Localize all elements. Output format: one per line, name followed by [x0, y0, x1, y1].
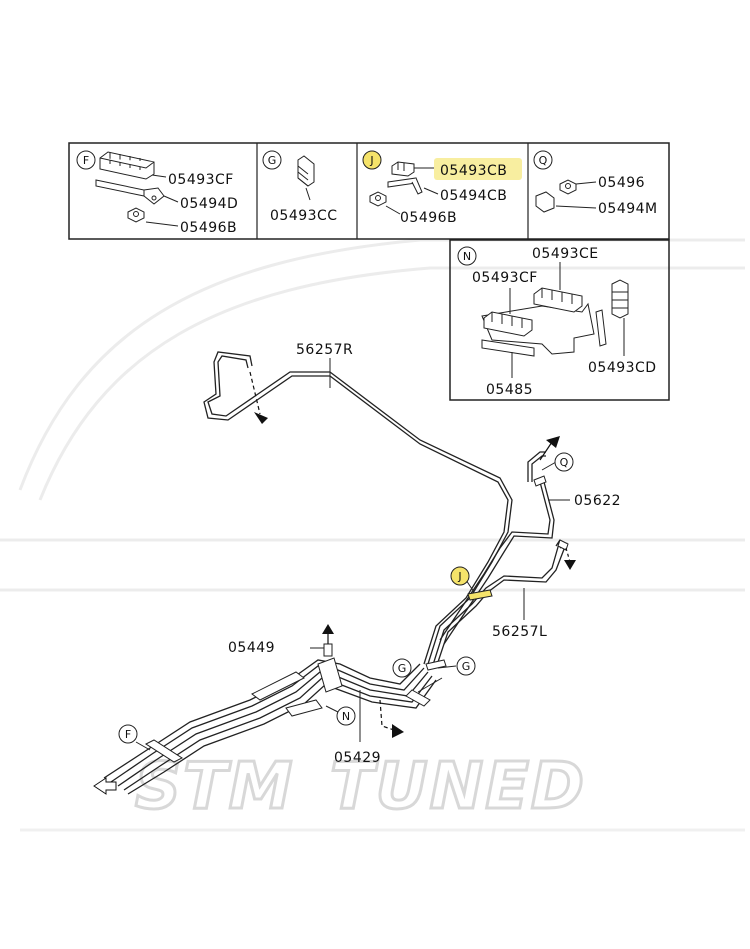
svg-text:J: J — [369, 154, 373, 167]
circle-label-q: Q — [533, 150, 553, 170]
clip-icon-n-right — [611, 279, 629, 319]
clip-icon-n-mid — [533, 287, 583, 313]
watermark-logo: STM TUNED — [134, 749, 586, 826]
part-number-05493cc[interactable]: 05493CC — [270, 208, 338, 224]
part-highlight — [434, 158, 522, 180]
clip-marker-q — [533, 475, 547, 487]
circle-label-j: J — [362, 150, 382, 170]
part-number-05493cf-n[interactable]: 05493CF — [472, 270, 538, 286]
detail-box-j: J 05493CB 05494CB 05496B — [362, 150, 522, 226]
arrow-05429-icon — [379, 699, 395, 731]
part-number-05493cf[interactable]: 05493CF — [168, 172, 234, 188]
arrow-front-icon — [93, 777, 117, 795]
ref-circle-g-left: G — [392, 658, 412, 678]
bolt-icon — [127, 207, 145, 223]
circle-label-g: G — [262, 150, 282, 170]
svg-text:G: G — [462, 660, 471, 673]
arrow-head-up-right-icon — [546, 436, 560, 448]
part-number-05429[interactable]: 05429 — [334, 750, 381, 766]
detail-box-n-frame — [449, 239, 670, 401]
svg-text:J: J — [457, 570, 461, 583]
part-number-56257r[interactable]: 56257R — [296, 342, 353, 358]
ref-circle-n: N — [336, 706, 356, 726]
watermark-text-stm: STM — [135, 750, 294, 824]
arrow-head-rear-icon — [564, 560, 576, 570]
circle-label-f: F — [76, 150, 96, 170]
svg-text:F: F — [83, 154, 89, 167]
part-number-05449[interactable]: 05449 — [228, 640, 275, 656]
detail-box-f: F 05493CF 05494D 05496B — [76, 150, 238, 236]
part-number-05494m[interactable]: 05494M — [598, 201, 658, 217]
part-number-05496b-j[interactable]: 05496B — [400, 210, 457, 226]
svg-text:N: N — [463, 250, 471, 263]
arrow-head-05429-icon — [392, 724, 404, 738]
arrow-rear-icon — [565, 547, 571, 563]
detail-box-q: Q 05496 05494M — [533, 150, 658, 217]
hose-05622 — [439, 451, 555, 645]
part-number-05493ce[interactable]: 05493CE — [532, 246, 599, 262]
bolt-icon-j — [369, 191, 387, 207]
clip-marker-f — [144, 739, 184, 763]
detail-box-g: G 05493CC — [262, 150, 338, 224]
arrow-up-right-icon — [539, 441, 553, 461]
svg-text:G: G — [398, 662, 407, 675]
part-number-05493cd[interactable]: 05493CD — [588, 360, 657, 376]
arrow-head-up-icon — [322, 624, 334, 634]
arrow-head-down-icon — [254, 412, 268, 424]
ref-circle-f: F — [118, 724, 138, 744]
part-number-05485[interactable]: 05485 — [486, 382, 533, 398]
clip-icon-g — [297, 155, 315, 187]
bolt-icon-q — [559, 179, 577, 195]
svg-text:Q: Q — [560, 456, 569, 469]
clip-icon — [99, 151, 155, 180]
part-number-05496[interactable]: 05496 — [598, 175, 645, 191]
detail-panel-top — [68, 142, 670, 240]
part-number-05494d[interactable]: 05494D — [180, 196, 238, 212]
svg-text:F: F — [125, 728, 131, 741]
detail-box-n: N 05493CE 05493CF 05493CD 05485 — [457, 246, 657, 398]
line-bundle-front — [103, 659, 437, 795]
clip-marker-g — [405, 659, 447, 707]
bracket-icon-j — [387, 177, 423, 195]
clip-marker-j-highlight — [467, 589, 493, 601]
clip-icon-j — [391, 161, 415, 177]
part-number-05622[interactable]: 05622 — [574, 493, 621, 509]
ref-circle-j: J — [450, 566, 470, 586]
part-number-05496b[interactable]: 05496B — [180, 220, 237, 236]
grommet-icon-q — [535, 191, 555, 213]
ref-circle-g-right: G — [456, 656, 476, 676]
line-56257r — [203, 351, 513, 665]
svg-text:N: N — [342, 710, 350, 723]
svg-text:G: G — [268, 154, 277, 167]
part-number-05494cb[interactable]: 05494CB — [440, 188, 507, 204]
fitting-05449 — [323, 643, 333, 657]
ref-circle-q: Q — [554, 452, 574, 472]
part-number-56257l[interactable]: 56257L — [492, 624, 547, 640]
leader-lines — [135, 358, 570, 751]
watermark-swoosh — [0, 238, 745, 832]
bracket-icon — [95, 179, 165, 205]
clip-marker-n-bundle — [251, 657, 343, 717]
circle-label-n: N — [457, 246, 477, 266]
watermark-text-tuned: TUNED — [330, 750, 586, 824]
part-number-05493cb[interactable]: 05493CB — [440, 163, 507, 179]
svg-text:Q: Q — [539, 154, 548, 167]
clip-icon-n-left — [483, 311, 533, 337]
arrow-down-icon — [249, 371, 261, 415]
